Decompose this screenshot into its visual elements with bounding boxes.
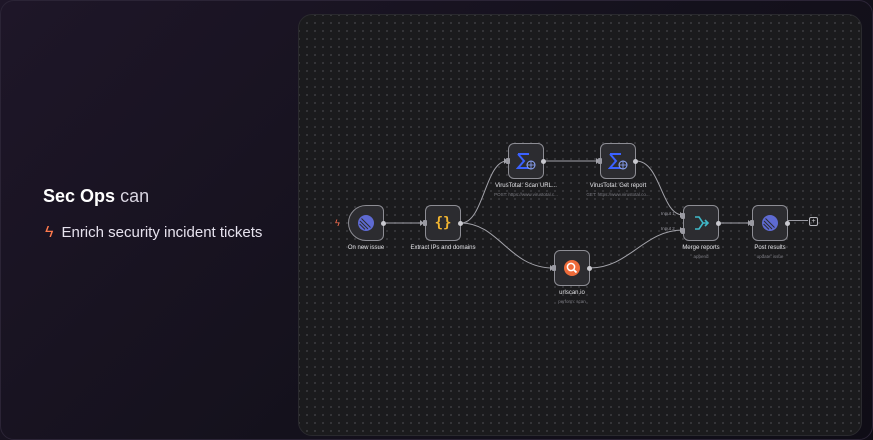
node-label: VirusTotal: Scan URL... <box>495 183 557 189</box>
headline-verb: can <box>120 186 150 206</box>
output-port[interactable] <box>785 221 790 226</box>
merge-input-2-label: Input 2 <box>661 226 675 231</box>
input-port[interactable] <box>598 158 602 164</box>
node-label: VirusTotal: Get report <box>589 183 647 189</box>
edge-extract-urlscan <box>460 222 554 269</box>
node-post-results[interactable] <box>750 205 790 241</box>
node-extract-ips[interactable]: {} <box>423 205 463 241</box>
virustotal-icon <box>516 153 536 170</box>
headline-team: Sec Ops <box>43 186 116 206</box>
lightning-icon: ϟ <box>45 224 54 241</box>
input-port[interactable] <box>750 220 754 226</box>
add-node-connector <box>788 220 808 221</box>
input-port[interactable] <box>552 265 556 271</box>
merge-icon <box>695 216 710 230</box>
virustotal-icon <box>608 153 628 170</box>
node-virustotal-scan[interactable] <box>506 143 546 179</box>
headline: Sec Ops can <box>43 186 283 207</box>
arrow-extract <box>420 220 424 226</box>
feature-item[interactable]: ϟ Enrich security incident tickets <box>43 221 283 244</box>
node-label: On new issue <box>347 245 385 251</box>
node-subtitle: GET: https://www.virustotal.co... <box>586 192 650 197</box>
linear-icon <box>358 215 374 231</box>
linear-icon <box>762 215 778 231</box>
input-port-2[interactable] <box>681 228 685 234</box>
trigger-lightning-icon: ϟ <box>335 218 340 228</box>
node-subtitle: POST: https://www.virustotal.c... <box>494 192 558 197</box>
output-port[interactable] <box>541 159 546 164</box>
merge-input-1-label: Input 1 <box>661 211 675 216</box>
edge-vtreport-merge <box>635 160 684 216</box>
feature-text: Enrich security incident tickets <box>61 224 263 241</box>
node-subtitle: append <box>693 254 709 259</box>
edge-extract-vtscan <box>460 160 508 224</box>
node-label: Post results <box>754 245 786 251</box>
edge-urlscan-merge <box>589 229 684 269</box>
node-label: urlscan.io <box>559 290 585 296</box>
output-port[interactable] <box>716 221 721 226</box>
node-label: Extract IPs and domains <box>410 245 476 251</box>
code-braces-icon: {} <box>434 215 452 231</box>
output-port[interactable] <box>633 159 638 164</box>
urlscan-icon <box>564 260 580 276</box>
feature-panel: Sec Ops can ϟ Enrich security incident ti… <box>43 186 283 244</box>
node-on-new-issue[interactable] <box>348 205 386 241</box>
node-subtitle: update: issue <box>756 254 784 259</box>
output-port[interactable] <box>381 221 386 226</box>
node-merge-reports[interactable] <box>681 205 721 241</box>
workflow-canvas[interactable]: ϟ On new issue {} Extract IPs and domain… <box>298 14 862 436</box>
node-label: Merge reports <box>682 245 720 251</box>
output-port[interactable] <box>587 266 592 271</box>
input-port[interactable] <box>506 158 510 164</box>
add-node-button[interactable]: + <box>809 217 818 226</box>
input-port[interactable] <box>423 220 427 226</box>
node-subtitle: perform: scan <box>558 299 586 304</box>
output-port[interactable] <box>458 221 463 226</box>
node-urlscan[interactable] <box>552 250 592 286</box>
node-virustotal-report[interactable] <box>598 143 638 179</box>
input-port-1[interactable] <box>681 213 685 219</box>
